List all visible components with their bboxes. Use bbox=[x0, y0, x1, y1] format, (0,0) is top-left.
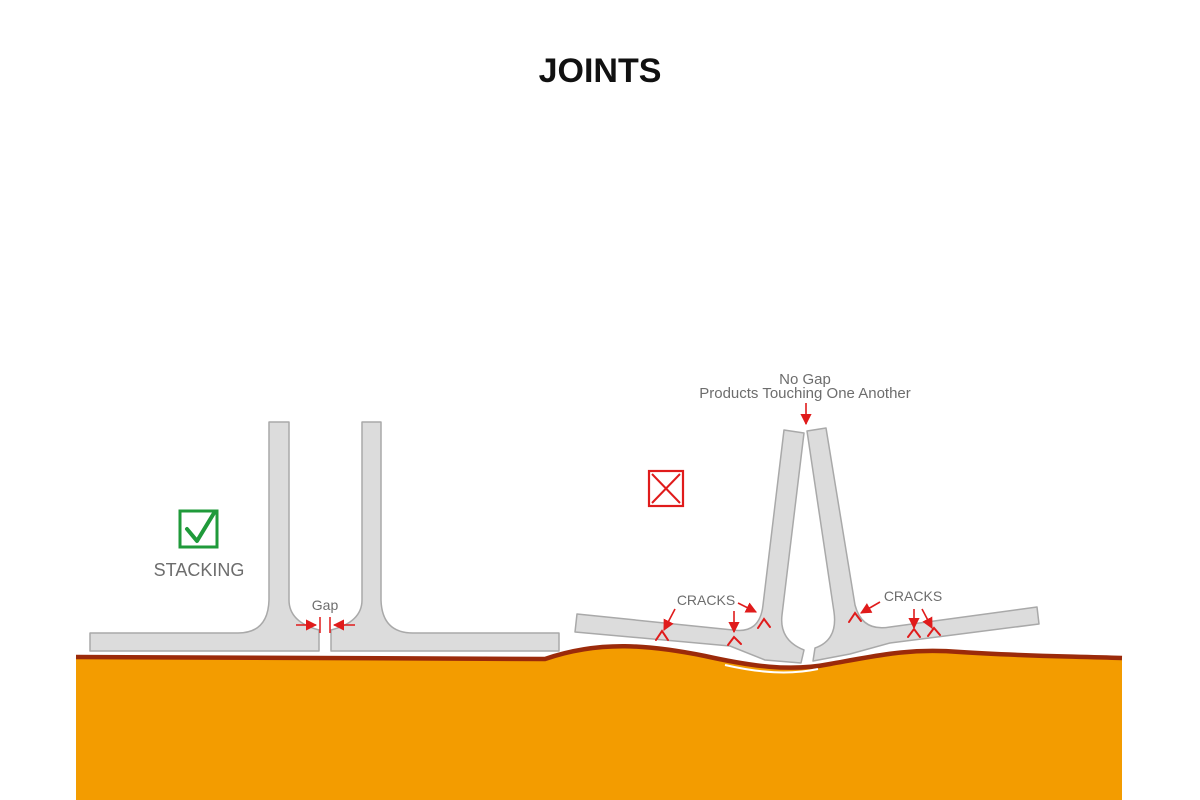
crack-mark bbox=[727, 635, 742, 646]
no-gap-label: No Gap bbox=[779, 371, 831, 388]
crack-mark bbox=[927, 626, 941, 637]
good-example: STACKING Gap bbox=[89, 421, 560, 652]
cracks-left-arrow-1 bbox=[663, 608, 676, 631]
product-left-bad bbox=[574, 429, 805, 664]
product-right-bad bbox=[806, 427, 1040, 662]
stacking-label: STACKING bbox=[154, 560, 245, 580]
crack-mark bbox=[848, 611, 862, 623]
gap-label: Gap bbox=[312, 597, 339, 613]
x-box-icon bbox=[647, 469, 685, 508]
cracks-right-arrow-1 bbox=[860, 601, 881, 614]
products-touching-label: Products Touching One Another bbox=[699, 385, 911, 402]
product-left-good bbox=[89, 421, 320, 652]
ground-gap-highlight bbox=[724, 664, 819, 674]
ground-surface-line bbox=[75, 644, 1123, 670]
bad-example: No Gap Products Touching One Another CRA… bbox=[574, 371, 1040, 664]
crack-mark bbox=[655, 629, 669, 641]
cracks-left-arrow-3 bbox=[737, 602, 758, 613]
cracks-left-label: CRACKS bbox=[677, 592, 735, 608]
page-title: JOINTS bbox=[539, 52, 662, 90]
cracks-right-label: CRACKS bbox=[884, 588, 942, 604]
check-box-icon bbox=[178, 509, 219, 549]
crack-mark bbox=[907, 627, 921, 638]
product-right-good bbox=[330, 421, 560, 652]
crack-mark bbox=[757, 617, 771, 629]
cracks-right-arrow-3 bbox=[921, 608, 933, 629]
ground bbox=[76, 646, 1122, 800]
